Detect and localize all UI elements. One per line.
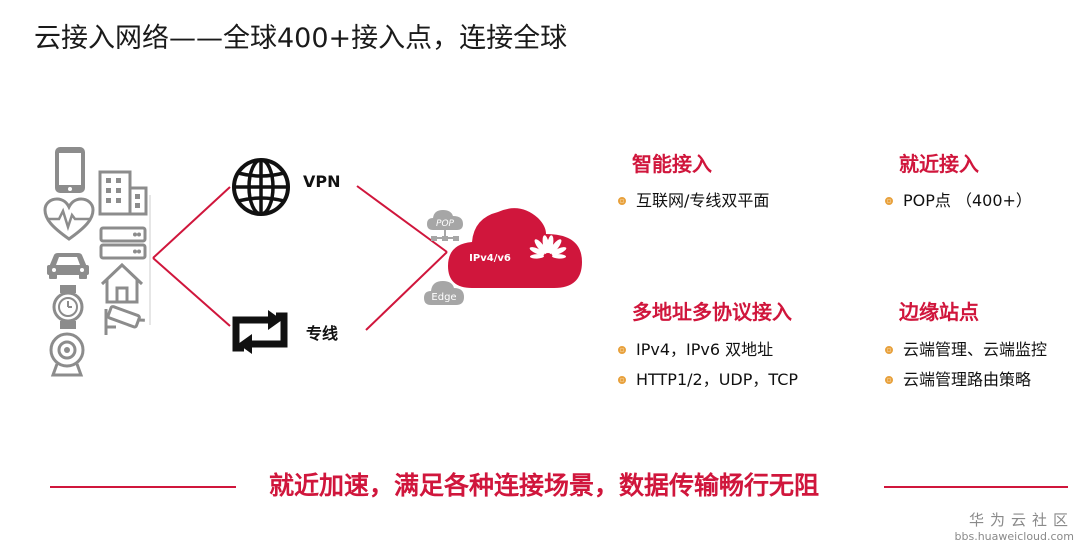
globe-icon (231, 157, 291, 217)
feature-list-edge-site: 云端管理、云端监控 云端管理路由策略 (883, 335, 1047, 395)
link-devices-line (152, 257, 231, 327)
cloud-label: IPv4/v6 (469, 253, 511, 264)
bullet-icon (885, 346, 893, 354)
edge-node-icon: Edge (422, 276, 466, 308)
bullet-icon (885, 376, 893, 384)
feature-list-multi-protocol: IPv4，IPv6 双地址 HTTP1/2，UDP，TCP (616, 335, 798, 395)
server-icon (99, 226, 147, 260)
slogan-line-right (884, 486, 1068, 488)
slogan: 就近加速，满足各种连接场景，数据传输畅行无阻 (268, 471, 819, 500)
line-label: 专线 (306, 324, 339, 343)
huawei-cloud-icon: IPv4/v6 (446, 198, 586, 294)
feature-title-nearby-access: 就近接入 (899, 152, 979, 176)
pop-node-icon: POP (425, 204, 465, 244)
feature-item: POP点 （400+） (883, 186, 1032, 216)
heart-rate-icon (42, 197, 96, 243)
edge-label: Edge (431, 292, 456, 303)
bullet-icon (885, 197, 893, 205)
pop-label: POP (436, 219, 455, 229)
feature-title-multi-protocol: 多地址多协议接入 (632, 300, 792, 324)
feature-item: 云端管理路由策略 (883, 365, 1047, 395)
smartphone-icon (52, 145, 88, 195)
slogan-line-left (50, 486, 236, 488)
feature-item: IPv4，IPv6 双地址 (616, 335, 798, 365)
feature-item: 云端管理、云端监控 (883, 335, 1047, 365)
page-title: 云接入网络——全球400+接入点，连接全球 (34, 23, 568, 54)
bullet-icon (618, 376, 626, 384)
webcam-icon (47, 332, 87, 378)
house-icon (99, 262, 145, 304)
feature-item: HTTP1/2，UDP，TCP (616, 365, 798, 395)
car-icon (45, 249, 91, 281)
building-icon (98, 170, 150, 216)
security-camera-icon (102, 305, 146, 339)
feature-list-smart-access: 互联网/专线双平面 (616, 186, 769, 216)
feature-item: 互联网/专线双平面 (616, 186, 769, 216)
link-line-cloud (365, 251, 448, 331)
watermark-url: bbs.huaweicloud.com (954, 530, 1074, 543)
bullet-icon (618, 346, 626, 354)
feature-list-nearby-access: POP点 （400+） (883, 186, 1032, 216)
feature-title-edge-site: 边缘站点 (899, 300, 979, 324)
watermark-name: 华为云社区 (968, 511, 1074, 529)
watch-icon (51, 284, 85, 330)
link-devices-vpn (152, 186, 231, 259)
vpn-label: VPN (303, 172, 341, 191)
bullet-icon (618, 197, 626, 205)
repeat-arrows-icon (230, 306, 290, 358)
feature-title-smart-access: 智能接入 (632, 152, 712, 176)
